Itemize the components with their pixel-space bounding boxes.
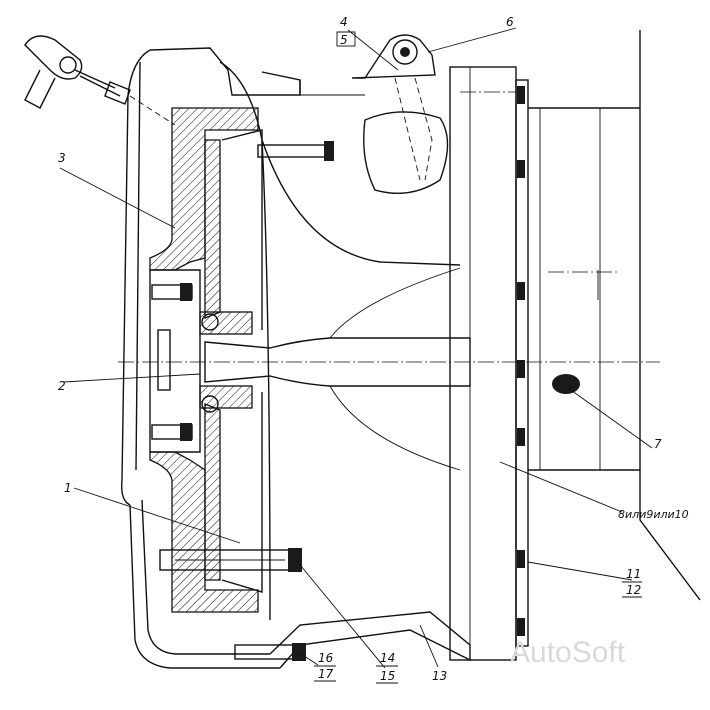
callout-2: 2 <box>58 379 66 393</box>
clutch-rod <box>24 35 176 126</box>
callout-5: 5 <box>340 33 348 47</box>
flywheel <box>149 107 259 271</box>
callout-17: 17 <box>318 667 334 681</box>
callout-16: 16 <box>318 651 334 665</box>
callout-6: 6 <box>506 15 514 29</box>
callout-13: 13 <box>432 669 447 683</box>
callout-4: 4 <box>340 15 348 29</box>
hub-bolts <box>151 283 219 441</box>
watermark-logo: AutoSoft <box>510 636 626 669</box>
callout-3: 3 <box>58 151 66 165</box>
callout-1: 1 <box>64 481 72 495</box>
crank-hub <box>149 269 201 453</box>
leader-lines <box>59 27 653 669</box>
callout-labels: 3 2 1 4 5 6 7 8или9или10 11 12 13 14 15 … <box>58 15 689 684</box>
callout-8-9-10: 8или9или10 <box>618 508 689 521</box>
callout-14: 14 <box>380 651 395 665</box>
pressure-plate <box>204 139 221 319</box>
input-shaft <box>204 337 471 387</box>
release-fork <box>257 34 449 195</box>
callout-15: 15 <box>380 669 395 683</box>
callout-12: 12 <box>626 583 641 597</box>
flange-bolts <box>517 86 525 636</box>
lower-bolt <box>159 548 302 572</box>
bottom-bolt <box>234 643 306 661</box>
flange-plate <box>449 66 529 661</box>
callout-11: 11 <box>626 567 641 581</box>
callout-7: 7 <box>654 437 662 451</box>
gearbox-body <box>528 30 701 601</box>
